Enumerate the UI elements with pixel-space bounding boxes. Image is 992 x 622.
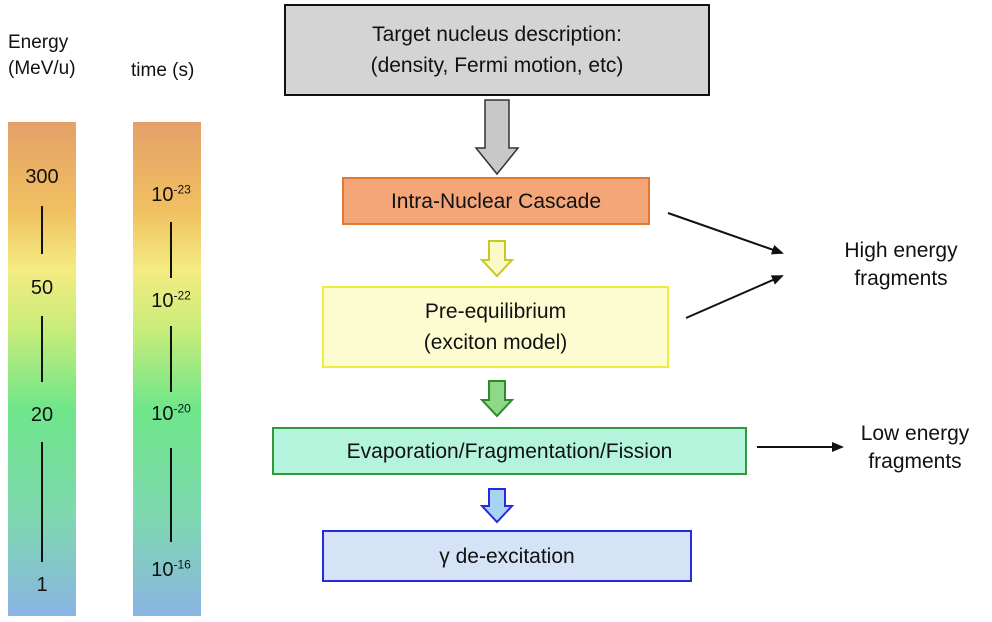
time-label-1e-16: 10-16 [137,557,205,582]
target-line1: Target nucleus description: [372,23,622,46]
target-line2: (density, Fermi motion, etc) [370,54,624,77]
cascade-to-high-arrow [667,212,784,255]
low-line2: fragments [868,450,962,473]
gray-down-arrow [474,99,520,176]
time-label-exponent: -22 [173,288,191,303]
energy-label-300: 300 [25,166,59,188]
low-line1: Low energy [860,422,970,445]
intra-nuclear-cascade-box: Intra-Nuclear Cascade [342,177,650,225]
low-energy-fragments-label: Low energy fragments [840,420,990,476]
energy-scale-title: Energy (MeV/u) [8,30,76,82]
time-label-1e-23: 10-23 [137,182,205,207]
time-label-1e-22: 10-22 [137,288,205,313]
energy-label-50: 50 [30,277,54,299]
time-scale-bar [133,122,201,616]
high-energy-fragments-label: High energy fragments [818,237,984,293]
gamma-deexcitation-box: γ de-excitation [322,530,692,582]
evaporation-box: Evaporation/Fragmentation/Fission [272,427,747,475]
energy-scale-segment [41,206,43,254]
energy-title-line2: (MeV/u) [8,58,76,79]
target-nucleus-box: Target nucleus description: (density, Fe… [284,4,710,96]
time-label-base: 10 [151,184,174,206]
preeq-line2: (exciton model) [423,331,568,354]
time-scale-title: time (s) [131,60,195,81]
energy-scale-segment [41,442,43,562]
time-scale-segment [170,448,172,542]
time-label-base: 10 [151,290,174,312]
time-label-1e-20: 10-20 [137,401,205,426]
high-line2: fragments [854,267,948,290]
preeq-to-high-arrow [685,275,784,319]
energy-scale-segment [41,316,43,382]
yellow-down-arrow [479,240,515,278]
time-scale-segment [170,326,172,392]
high-line1: High energy [844,239,958,262]
time-label-base: 10 [151,403,174,425]
time-label-exponent: -16 [173,557,191,572]
pre-equilibrium-box: Pre-equilibrium (exciton model) [322,286,669,368]
green-down-arrow [479,380,515,418]
time-label-base: 10 [151,559,174,581]
energy-title-line1: Energy [8,32,69,53]
blue-down-arrow [479,488,515,524]
energy-label-20: 20 [30,404,54,426]
preeq-line1: Pre-equilibrium [424,300,567,323]
time-scale-segment [170,222,172,278]
time-label-exponent: -20 [173,401,191,416]
energy-label-1: 1 [36,574,48,596]
time-label-exponent: -23 [173,182,191,197]
